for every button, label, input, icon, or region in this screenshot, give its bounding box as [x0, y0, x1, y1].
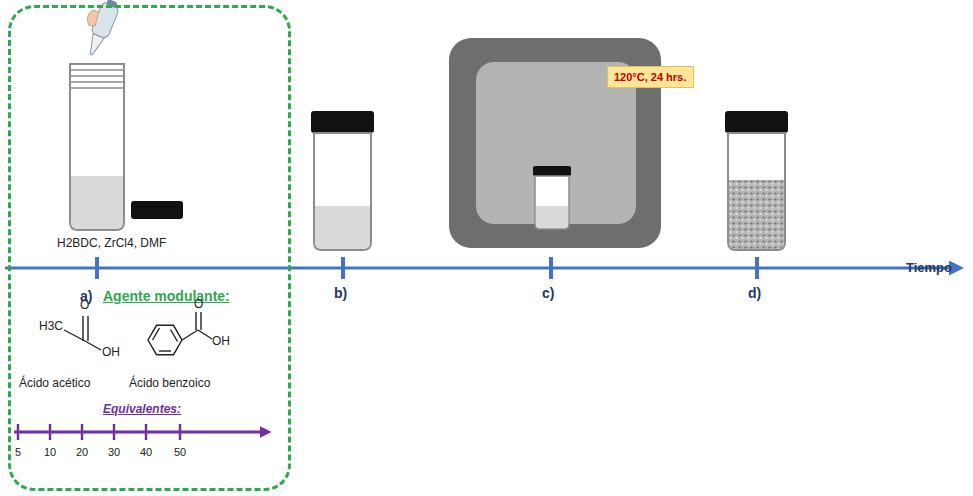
temperature-box: 120°C, 24 hrs. — [607, 66, 694, 88]
atom-label: OH — [102, 346, 120, 360]
benzoic-acid-structure — [148, 312, 212, 355]
step-letter: c) — [542, 285, 554, 301]
compound-name: Ácido benzoico — [129, 377, 210, 391]
capped-vial — [311, 111, 374, 250]
open-vial — [70, 64, 183, 230]
timeline — [5, 257, 952, 279]
acetic-acid-structure — [64, 316, 101, 350]
temperature-text: 120°C, 24 hrs. — [614, 71, 686, 84]
pipette-icon — [75, 0, 121, 58]
tick-number: 5 — [15, 446, 21, 459]
tick-number: 10 — [44, 446, 56, 459]
tick-number: 20 — [76, 446, 88, 459]
atom-label: O — [80, 299, 89, 313]
atom-label: H3C — [39, 320, 63, 334]
modulator-group: H2BDC, ZrCl4, DMFa)Agente modulante:Ácid… — [8, 5, 291, 491]
equivalents-heading: Equivalentes: — [103, 403, 181, 417]
tick-number: 50 — [174, 446, 186, 459]
compound-name: Ácido acético — [19, 377, 90, 391]
axis-title: Tiempo — [906, 261, 952, 276]
modulator-heading: Agente modulante: — [103, 288, 230, 304]
atom-label: O — [194, 298, 203, 312]
tick-number: 40 — [140, 446, 152, 459]
reagents-text: H2BDC, ZrCl4, DMF — [57, 237, 166, 251]
equivalents-axis — [14, 424, 262, 440]
step-letter: d) — [748, 285, 761, 301]
tick-number: 30 — [108, 446, 120, 459]
step-letter: b) — [334, 285, 347, 301]
atom-label: OH — [212, 335, 230, 349]
product-vial — [725, 111, 788, 250]
